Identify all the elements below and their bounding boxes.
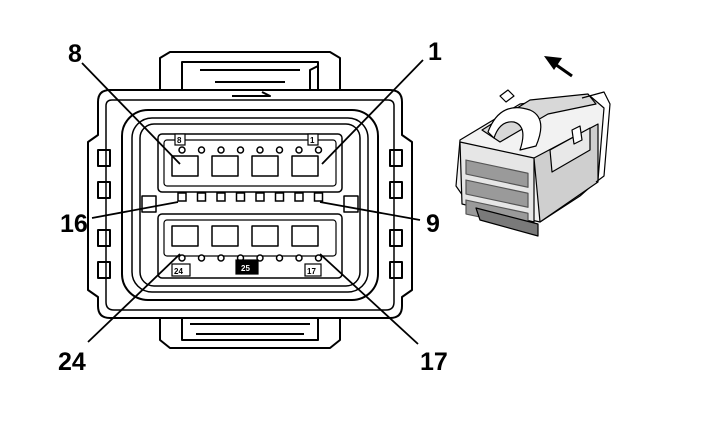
terminal-pin [217,254,225,262]
terminal-pin [275,146,284,154]
pin-label-8: 8 [68,40,82,68]
terminal-pin [217,146,225,154]
cavity-marks [171,133,322,277]
connector-isometric-view [455,89,611,237]
cavity-mark-24: 24 [174,267,183,276]
inner-housing [121,109,379,301]
leader-lines [81,59,424,345]
pin-label-17: 17 [420,348,448,376]
terminal-pin [295,146,303,154]
terminal-pin [197,254,206,262]
connector-face-view [87,51,413,349]
terminal-pin [177,192,187,202]
cavity-mark-17: 17 [307,267,316,276]
lower-cavity-block [157,213,343,279]
terminal-pin [178,254,186,262]
cavity-mark-1: 1 [310,136,315,145]
terminal-pin [313,192,324,202]
terminal-pin [314,146,323,154]
terminal-pin [294,192,304,202]
cavity-mark-25: 25 [241,264,250,273]
bottom-latch [159,318,341,349]
terminal-pin [295,254,303,262]
cavity-mark-8: 8 [177,136,182,145]
terminal-pin [274,192,285,202]
terminal-pin [255,192,265,202]
terminal-pin [236,146,245,154]
outer-housing [87,89,413,319]
pin-label-24: 24 [58,348,86,376]
terminal-pin [314,254,323,262]
terminal-pin [196,192,207,202]
pin-label-16: 16 [60,210,88,238]
pin-label-9: 9 [426,210,440,238]
terminal-pin [235,192,246,202]
terminal-pins [177,146,324,262]
pin-label-1: 1 [428,38,442,66]
terminal-pin [178,146,186,154]
terminal-pin [197,146,206,154]
terminal-pin [275,254,284,262]
top-latch [159,51,341,97]
terminal-pin [256,146,264,154]
terminal-pin [216,192,226,202]
arrow-up-left-icon [544,56,573,78]
upper-cavity-block [157,133,343,193]
